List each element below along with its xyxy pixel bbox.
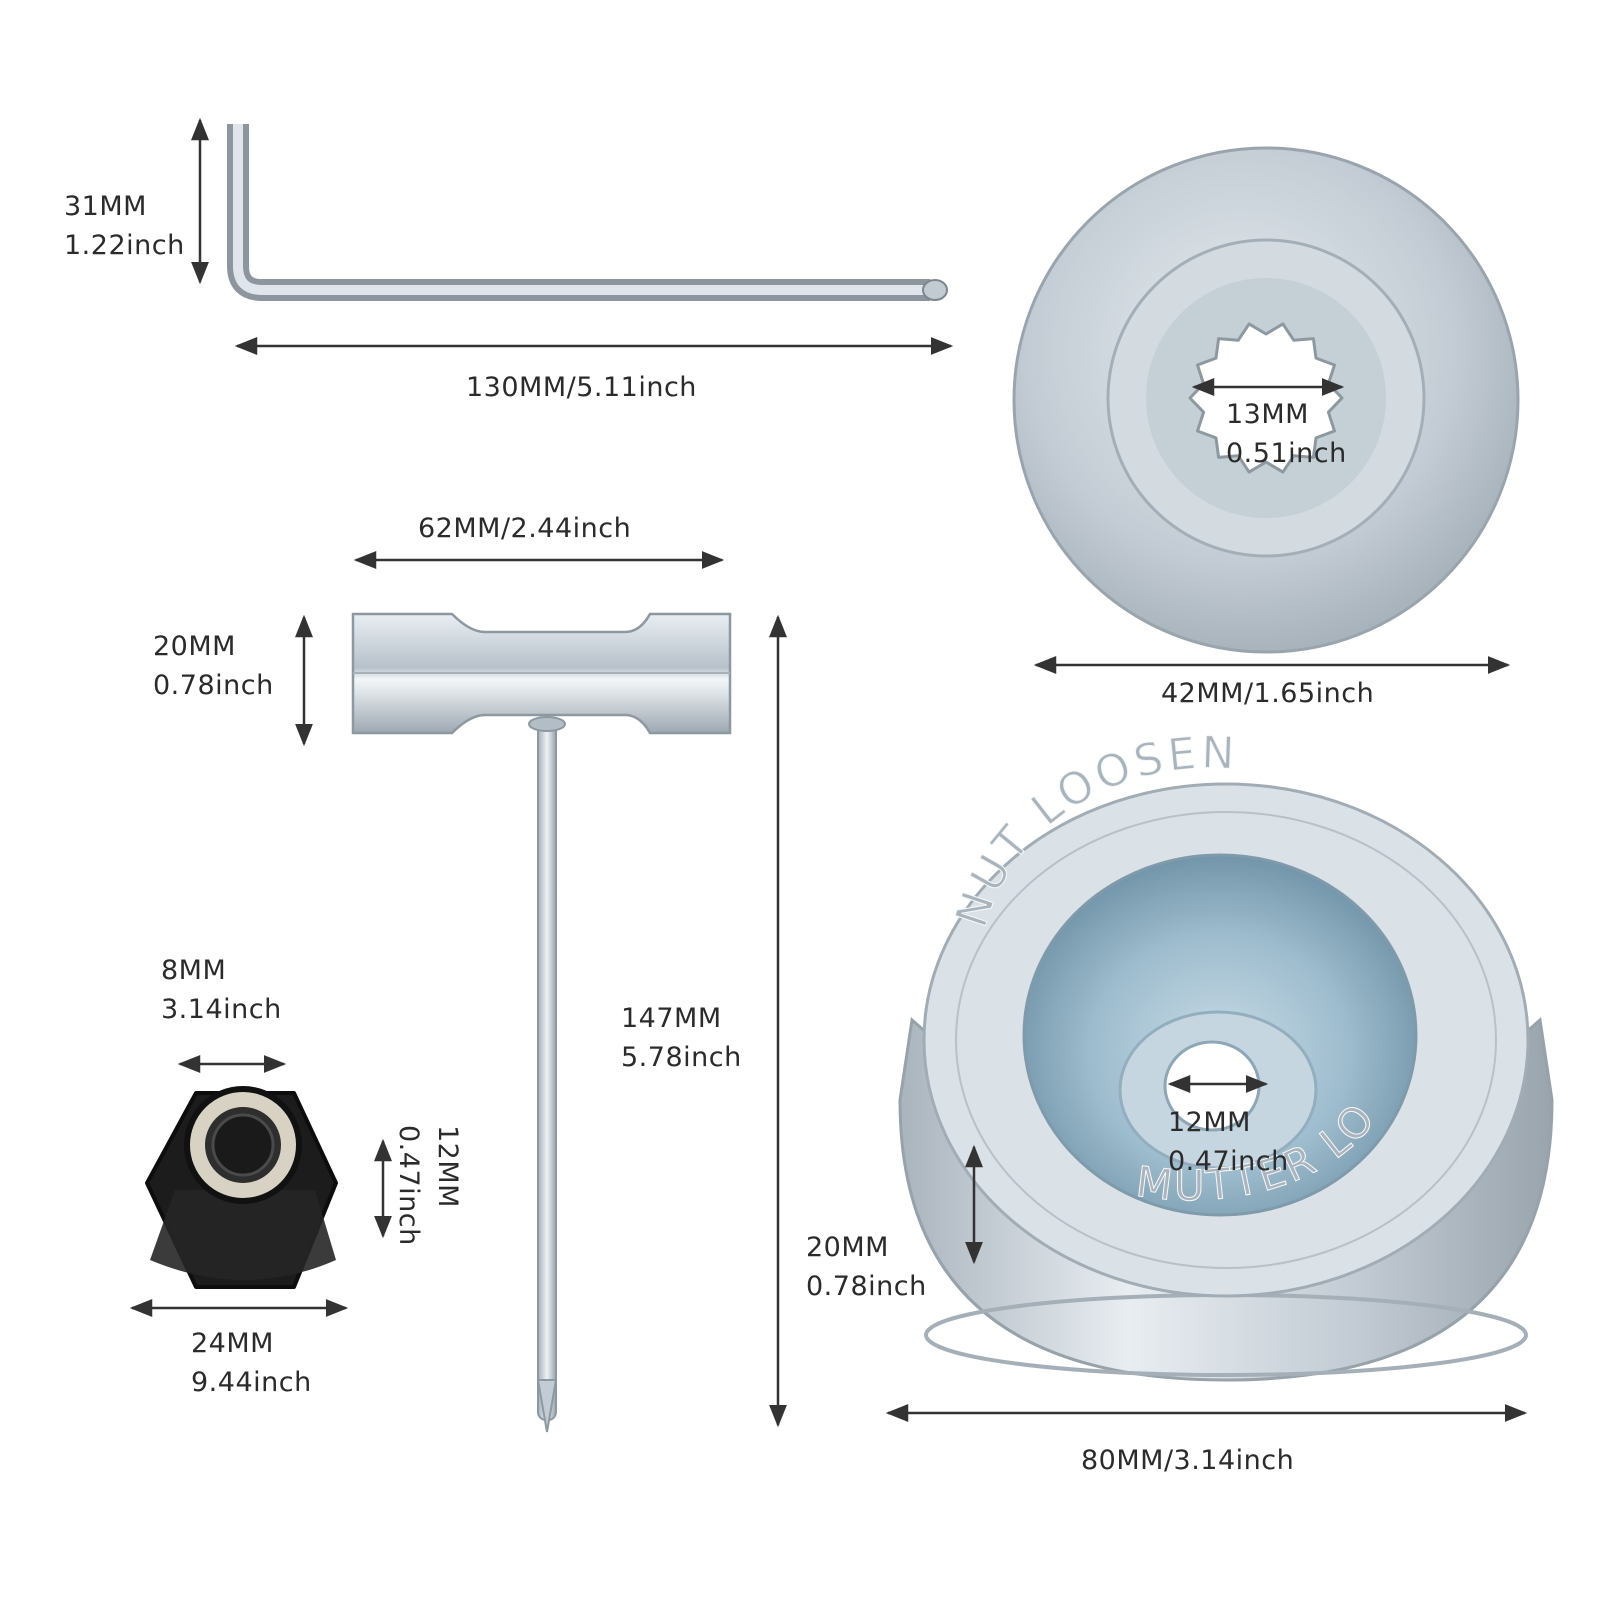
cup-diameter-label: 80MM/3.14inch (1081, 1445, 1295, 1476)
spark-plug-wrench (351, 612, 732, 1433)
gear-washer-spline-hole (1188, 322, 1344, 474)
gear-washer (1012, 146, 1520, 654)
allen-key (227, 124, 948, 301)
gear-washer-outer-label: 42MM/1.65inch (1161, 678, 1375, 709)
allen-key-length-label: 130MM/5.11inch (466, 372, 697, 403)
lock-nut (145, 1086, 338, 1289)
wrench-width-label: 62MM/2.44inch (418, 513, 632, 544)
